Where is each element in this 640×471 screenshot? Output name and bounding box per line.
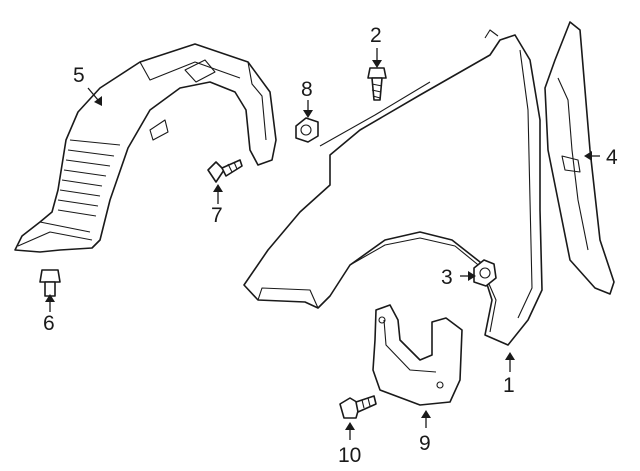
callout-3: 3 xyxy=(441,266,453,289)
callout-2: 2 xyxy=(370,24,382,47)
part-splash-shield xyxy=(372,304,463,406)
leader-lines xyxy=(45,48,600,440)
part-fender-liner xyxy=(14,43,277,253)
callout-8: 8 xyxy=(301,78,313,101)
callout-6: 6 xyxy=(43,312,55,335)
nut-8 xyxy=(295,117,319,143)
callout-10: 10 xyxy=(338,444,361,467)
callout-4: 4 xyxy=(606,146,618,169)
part-trim-panel xyxy=(544,21,615,295)
callout-9: 9 xyxy=(419,432,431,455)
bolt-2 xyxy=(367,67,387,101)
part-front-fender xyxy=(243,29,543,346)
screw-7 xyxy=(207,159,243,183)
callout-7: 7 xyxy=(211,204,223,227)
bolt-6 xyxy=(39,269,61,297)
screw-10 xyxy=(339,395,377,419)
callout-1: 1 xyxy=(503,374,515,397)
nut-3 xyxy=(473,259,497,287)
callout-5: 5 xyxy=(73,64,85,87)
